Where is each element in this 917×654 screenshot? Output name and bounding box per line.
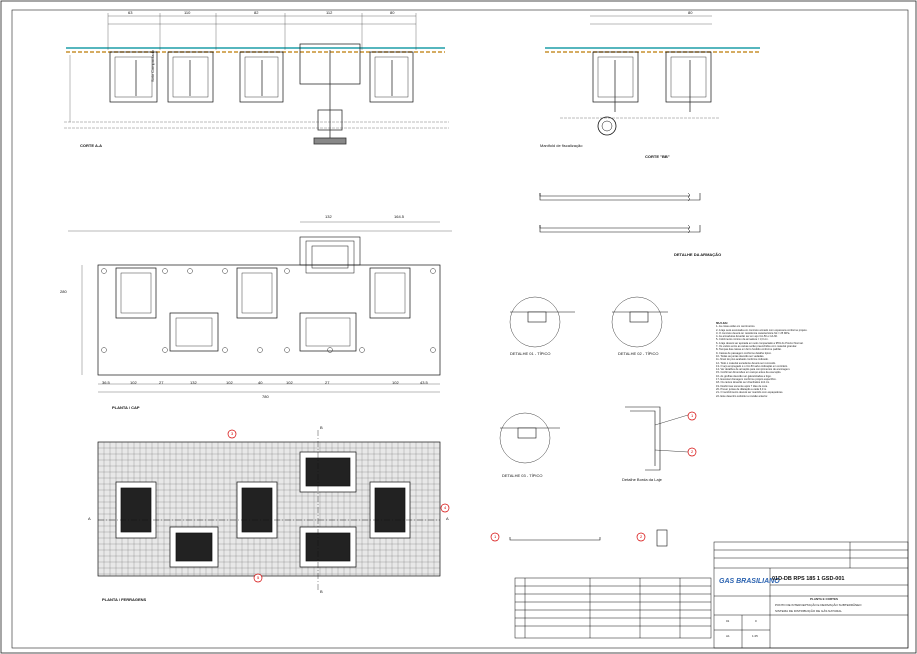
note-item: 7- Os vazios entre as caixas serão preen…: [716, 345, 798, 349]
plan-bottom-dim-6: 40: [258, 380, 263, 385]
grating-boxes: [115, 451, 411, 568]
balloon-1: 1: [494, 534, 497, 539]
drawing-border: [11, 9, 909, 649]
plan-bottom-dim-8: 27: [325, 380, 330, 385]
rebar-detail-title: DETALHE DA ARMAÇÃO: [674, 252, 722, 257]
note-item: 16- As grelhas deverão ser galvanizadas …: [716, 374, 772, 378]
note-item: 12- Todo o material excedente deverá ser…: [716, 361, 776, 365]
company-logo-text: GAS BRASILIANO: [719, 578, 780, 585]
section-a-dim-5: 80: [390, 10, 395, 15]
plan-total-dim: 780: [262, 394, 269, 399]
section-a-pipes: [135, 50, 393, 145]
section-a-dim-3: 82: [254, 10, 259, 15]
plan-grating-title: PLANTA / FERRAGENS: [102, 597, 147, 602]
title-block-revision: 0: [755, 619, 757, 623]
detail-02-view: [611, 296, 668, 348]
section-marker-b-top: B: [320, 425, 323, 430]
plan-top-dim-2: 164.5: [394, 214, 405, 219]
note-item: 15- Confirmar dimensões em campo antes d…: [716, 371, 782, 375]
balloon-5: 5: [257, 575, 260, 580]
notes-title: NOTAS:: [716, 322, 728, 325]
revision-table: [514, 577, 712, 639]
balloon-1-slab: 1: [691, 413, 694, 418]
slab-edge-detail-title: Detalhe Borda da Laje: [622, 477, 662, 482]
title-block-scale: 1:25: [752, 634, 758, 638]
note-item: 4- As armaduras deverão ser em aço CA-50…: [716, 335, 778, 339]
title-block-format: A1: [726, 634, 730, 638]
note-item: 20- Prever juntas de dilatação a cada 6,…: [716, 387, 767, 391]
plan-bottom-dim-3: 27: [159, 380, 164, 385]
section-b-dim: 80: [688, 10, 693, 15]
plan-bottom-dim-5: 102: [226, 380, 233, 385]
title-block-description: PONTO DE INTERCEPTAÇÃO E DERIVAÇÃO SUBTE…: [775, 603, 862, 607]
slab-edge-detail: [625, 406, 689, 471]
manifold-label: Manifold de fiscalização: [540, 143, 583, 148]
note-item: 6- A laje deverá ser apoiada em solo com…: [716, 341, 804, 345]
section-a-dim-1: 63: [128, 10, 133, 15]
plan-bottom-dim-4: 132: [190, 380, 197, 385]
document-number: 01D-DB RPS 185 1 GSD-001: [772, 576, 845, 582]
note-item: 22- Este desenho substitui a revisão ant…: [716, 394, 768, 398]
section-a-dim-4: 112: [326, 10, 333, 15]
section-a-title: CORTE A-A: [80, 143, 103, 148]
notes-list: 1- As cotas estão em centímetros.2- A la…: [716, 325, 906, 398]
detail-01-title: DETALHE 01 - TÍPICO: [510, 351, 551, 356]
note-item: 1- As cotas estão em centímetros.: [716, 325, 756, 329]
section-marker-a-right: A: [446, 516, 449, 521]
note-item: 19- Desformas somente após 7 dias de cur…: [716, 384, 768, 388]
section-a-soil-label: Solo Compactado: [150, 50, 155, 82]
title-block-sheet: 01: [726, 619, 730, 623]
note-item: 18- Os cantos deverão ser chanfrados 2x2…: [716, 381, 770, 385]
plan-cap-view: [68, 221, 452, 393]
balloon-markers: [227, 411, 697, 583]
rebar-detail-view: [539, 192, 701, 234]
section-marker-a-left: A: [88, 516, 91, 521]
title-block-location: SISTEMA DE DISTRIBUIÇÃO DE GÁS NATURAL: [775, 609, 842, 613]
plan-grating-view: [97, 430, 441, 590]
bar-detail-1: [509, 537, 601, 541]
detail-03-title: DETALHE 03 - TÍPICO: [502, 473, 543, 478]
general-notes: NOTAS: 1- As cotas estão em centímetros.…: [716, 322, 906, 398]
balloon-4: 4: [444, 505, 447, 510]
note-item: 8- Tampas das caixas em ferro fundido co…: [716, 348, 782, 352]
title-block-project: PLANTA E CORTES: [810, 597, 839, 601]
note-item: 9- Caixas de passagem conforme detalhe t…: [716, 351, 772, 355]
note-item: 3- O concreto deverá ter resistência car…: [716, 331, 791, 335]
plan-cap-boxes: [115, 267, 411, 352]
title-block: [713, 541, 909, 649]
section-a-dim-2: 110: [184, 10, 191, 15]
plan-top-dim-1: 132: [325, 214, 332, 219]
section-b-title: CORTE "BB": [645, 154, 670, 159]
note-item: 5- Cobrimento mínimo da armadura = 3,0 c…: [716, 338, 769, 342]
detail-01-view: [509, 296, 575, 348]
detail-02-title: DETALHE 02 - TÍPICO: [618, 351, 659, 356]
detail-03-view: [499, 412, 560, 464]
note-item: 14- Ver detalhes de armação para comprim…: [716, 368, 791, 372]
section-marker-b-bottom: B: [320, 589, 323, 594]
plan-bottom-dim-10: 43.5: [420, 380, 428, 385]
plan-height-dim: 280: [60, 289, 67, 294]
note-item: 17- Executar drenagem conforme projeto e…: [716, 378, 777, 382]
note-item: 10- Todas as juntas deverão ser vedadas.: [716, 354, 765, 358]
plan-bottom-dim-9: 102: [392, 380, 399, 385]
section-a-top-dims: [107, 13, 417, 50]
plan-cap-bolts: [101, 268, 436, 353]
note-item: 11- Nível do piso acabado conforme indic…: [716, 358, 769, 362]
note-item: 13- O aço empregado é o CA-50 salvo indi…: [716, 364, 788, 368]
note-item: 2- A laje será executada em concreto arm…: [716, 328, 808, 332]
note-item: 21- O recobrimento deverá ser mantido co…: [716, 391, 784, 395]
balloon-3: 3: [231, 431, 234, 436]
section-b-view: [545, 15, 760, 136]
plan-bottom-dim-2: 102: [130, 380, 137, 385]
bar-detail-2: [656, 529, 668, 547]
plan-bottom-dim-7: 102: [286, 380, 293, 385]
plan-bottom-dim-1: 36.5: [102, 380, 110, 385]
balloon-2: 2: [640, 534, 643, 539]
section-a-view: [64, 13, 449, 145]
plan-cap-title: PLANTA / CAP: [112, 405, 140, 410]
balloon-2-slab: 2: [691, 449, 694, 454]
